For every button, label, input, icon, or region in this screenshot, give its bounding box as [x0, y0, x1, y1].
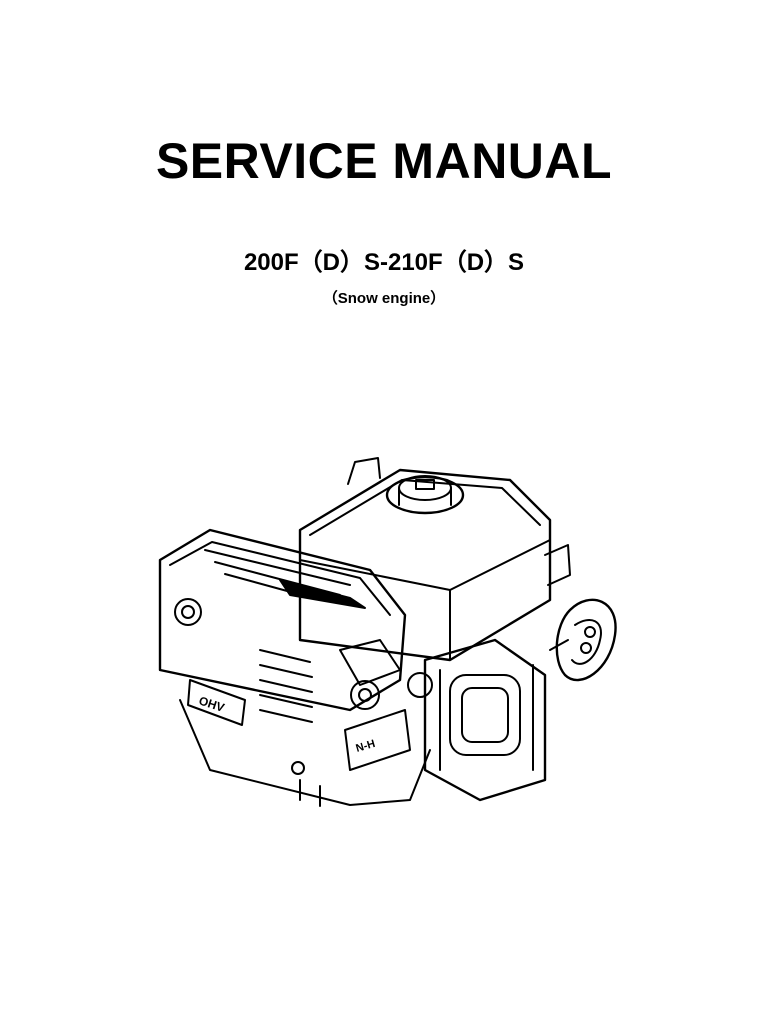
- engine-illustration: OHV N-H: [150, 450, 620, 820]
- model-numbers: 200F（D）S-210F（D）S: [243, 249, 525, 276]
- svg-text:OHV: OHV: [197, 694, 226, 715]
- svg-text:N-H: N-H: [355, 738, 377, 755]
- manual-title: SERVICE MANUAL: [155, 133, 613, 189]
- engine-type-subtitle: （Snow engine）: [322, 290, 446, 307]
